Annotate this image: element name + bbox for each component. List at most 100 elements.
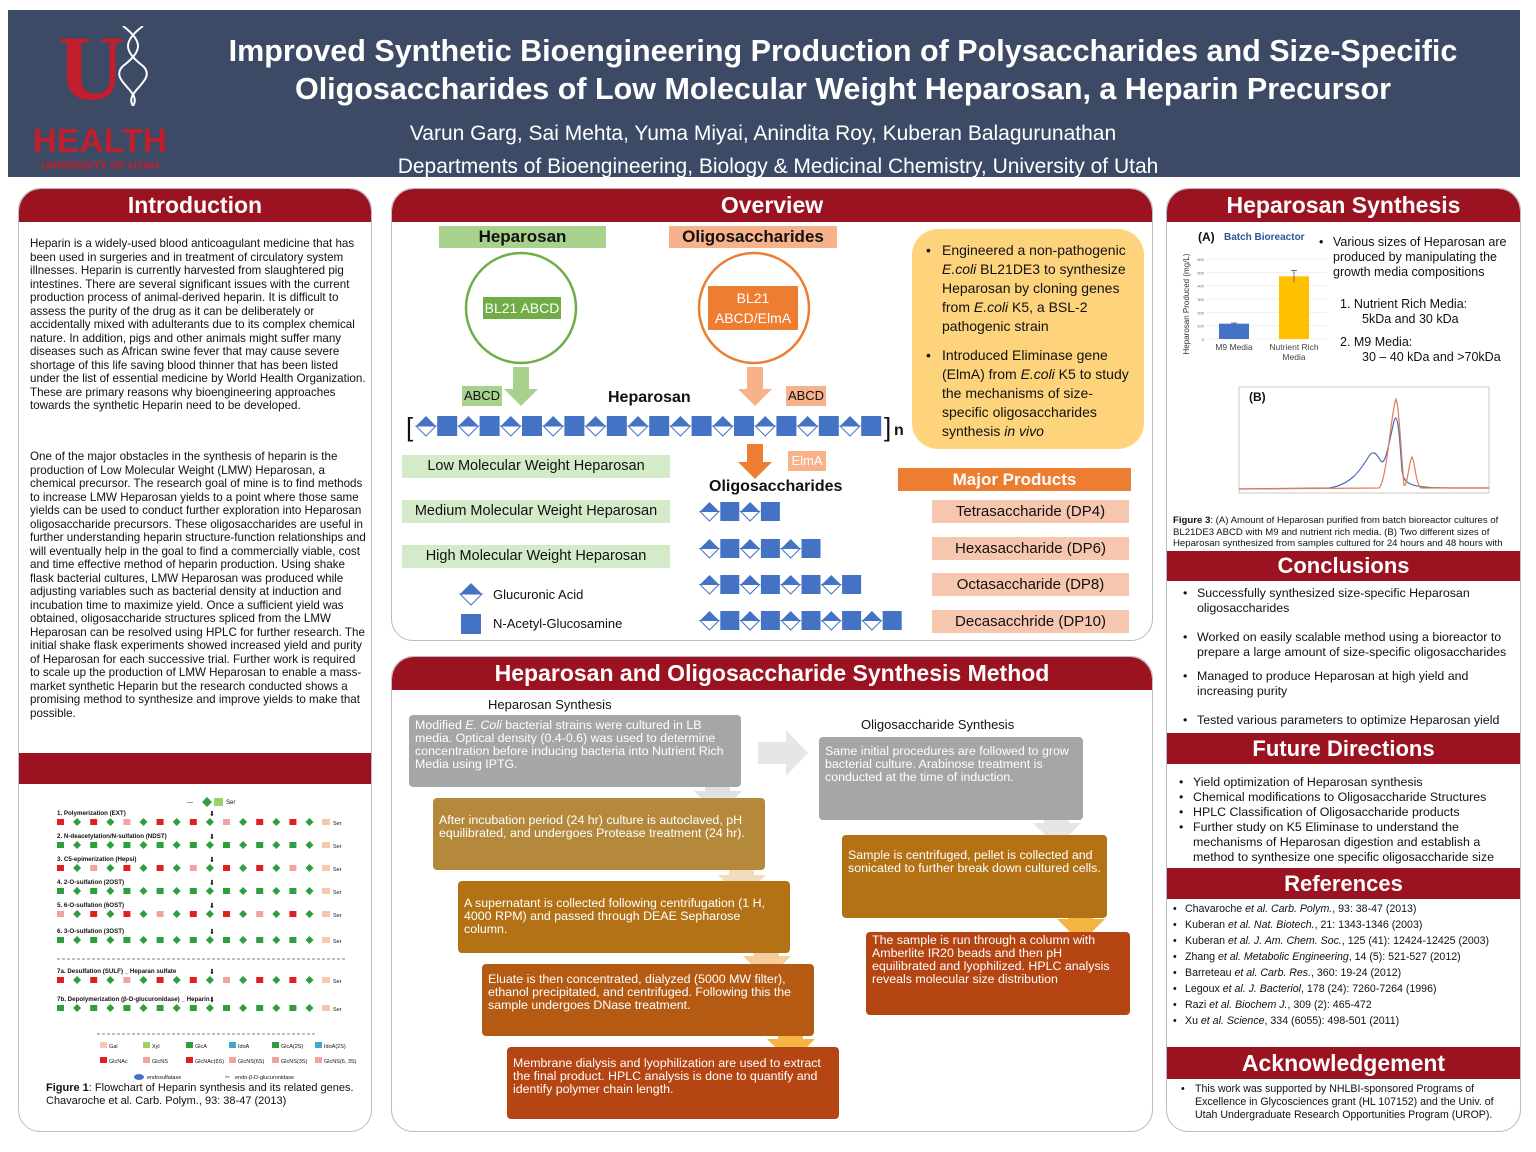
strain2-box: [708, 286, 798, 330]
method-panel: Heparosan and Oligosaccharide Synthesis …: [391, 656, 1153, 1132]
abcd-label-1: ABCD: [463, 388, 501, 403]
chart-category-label: Media: [1282, 352, 1305, 362]
strain1-label: BL21 ABCD: [484, 300, 560, 316]
legend-glucuronic-acid: Glucuronic Acid: [493, 587, 584, 602]
hplc-chromatogram: [1238, 386, 1490, 494]
flowchart-step-label: 1. Polymerization (EXT): [57, 810, 126, 817]
heparosan-step-3: A supernatant is collected following cen…: [458, 881, 790, 953]
svg-text:⬇: ⬇: [209, 833, 215, 841]
oligo-step-1: Same initial procedures are followed to …: [819, 737, 1083, 820]
synthesis-bullet: Various sizes of Heparosan are produced …: [1315, 235, 1515, 280]
svg-text:Gal: Gal: [109, 1044, 118, 1050]
heparosan-step-5: Membrane dialysis and lyophilization are…: [507, 1047, 839, 1119]
flowchart-step-label: 4. 2-O-sulfation (2OST): [57, 879, 124, 886]
product-dp8: Octasaccharide (DP8): [932, 573, 1129, 596]
conclusion-item: Successfully synthesized size-specific H…: [1179, 586, 1517, 616]
chart-ytick: 200: [1197, 310, 1204, 315]
svg-text:Ser: Ser: [333, 939, 342, 945]
svg-text:⬇: ⬇: [209, 810, 215, 818]
conclusions-list: Successfully synthesized size-specific H…: [1179, 586, 1517, 728]
right-arrow-icon: [758, 730, 808, 776]
chart-ytick: 600: [1197, 257, 1204, 262]
flowchart-step-label: 6. 3-O-sulfation (3OST): [57, 928, 124, 935]
major-products-label: Major Products: [898, 468, 1131, 491]
logo-university: UNIVERSITY OF UTAH: [41, 160, 159, 172]
acknowledgement-list: This work was supported by NHLBI-sponsor…: [1177, 1083, 1513, 1122]
svg-text:—: —: [187, 800, 193, 806]
elma-box: [788, 451, 826, 471]
summary-bullet-1: Engineered a non-pathogenic E.coli BL21D…: [924, 241, 1139, 336]
author-list: Varun Garg, Sai Mehta, Yuma Miyai, Anind…: [409, 122, 1117, 145]
svg-text:GlcNS: GlcNS: [152, 1059, 168, 1065]
conclusions-heading: Conclusions: [1167, 551, 1520, 581]
overview-diagram: []: [406, 251, 902, 634]
oligo-chain-dp6: [698, 539, 821, 559]
reference-item: Kuberan et al. J. Am. Chem. Soc., 125 (4…: [1171, 933, 1516, 949]
chart-b-label: (B): [1249, 390, 1266, 404]
poster-header: U HEALTH UNIVERSITY OF UTAH Improved Syn…: [8, 10, 1520, 178]
chain-label: Heparosan: [608, 389, 691, 406]
chart-bar: [1279, 276, 1309, 339]
svg-text:Ser: Ser: [333, 979, 342, 985]
method-heading: Heparosan and Oligosaccharide Synthesis …: [392, 657, 1152, 690]
intro-paragraph-2: One of the major obstacles in the synthe…: [30, 450, 366, 720]
future-item: HPLC Classification of Oligosaccharide p…: [1175, 805, 1515, 820]
affiliation: Departments of Bioengineering, Biology &…: [397, 155, 1159, 178]
media-item-1-title: 1. Nutrient Rich Media:: [1340, 297, 1468, 311]
product-dp10: Decasacchride (DP10): [932, 610, 1129, 633]
flowchart-step-label: 5. 6-O-sulfation (6OST): [57, 902, 124, 909]
svg-text:GlcA(2S): GlcA(2S): [281, 1044, 303, 1050]
chart-bar: [1219, 323, 1249, 339]
svg-text:Ser: Ser: [226, 800, 235, 806]
chain-subscript-n: n: [894, 422, 904, 439]
introduction-heading: Introduction: [19, 189, 371, 222]
heparosan-synthesis-heading: Heparosan Synthesis: [1167, 189, 1520, 222]
conclusion-item: Tested various parameters to optimize He…: [1179, 713, 1517, 728]
svg-text:⬇: ⬇: [209, 902, 215, 910]
chart-a-label: (A): [1198, 230, 1215, 244]
abcd-label-2: ABCD: [787, 388, 825, 403]
heparosan-strain-circle: [464, 251, 578, 365]
figure-1-citation: Chavaroche et al. Carb. Polym., 93: 38-4…: [46, 1095, 287, 1107]
strain2-label: BL21 ABCD/ElmA: [708, 288, 798, 328]
svg-text:endosulfatase: endosulfatase: [147, 1075, 181, 1081]
heparosan-synthesis-label: Heparosan Synthesis: [488, 697, 612, 712]
heparosan-yield-chart: Heparosan Produced (mg/L)010020030040050…: [1182, 253, 1327, 362]
summary-bullet-2: Introduced Eliminase gene (ElmA) from E.…: [924, 346, 1139, 441]
abcd-box-1: [462, 386, 502, 406]
chart-ytick: 300: [1197, 297, 1204, 302]
down-arrow-peach-icon: [738, 367, 772, 406]
media-item-2-value: 30 – 40 kDa and >70kDa: [1362, 350, 1501, 364]
chart-ytick: 100: [1197, 324, 1204, 329]
future-directions-heading: Future Directions: [1167, 733, 1520, 764]
chart-category-label: M9 Media: [1215, 342, 1253, 352]
chart-category-label: Nutrient Rich: [1269, 342, 1318, 352]
svg-text:IdoA(2S): IdoA(2S): [324, 1044, 346, 1050]
conclusion-item: Managed to produce Heparosan at high yie…: [1179, 669, 1517, 699]
title-line-1: Improved Synthetic Bioengineering Produc…: [228, 34, 1458, 68]
media-item-2-title: 2. M9 Media:: [1340, 335, 1413, 349]
chart-ylabel: Heparosan Produced (mg/L): [1182, 253, 1191, 354]
poster-title: Improved Synthetic Bioengineering Produc…: [178, 32, 1508, 108]
chart-title: Batch Bioreactor: [1224, 232, 1305, 243]
chart-ytick: 500: [1197, 270, 1204, 275]
reference-item: Legoux et al. J. Bacteriol, 178 (24): 72…: [1171, 981, 1516, 997]
right-column-panel: Heparosan Synthesis Heparosan Produced (…: [1166, 188, 1521, 1132]
acknowledgement-heading: Acknowledgement: [1167, 1047, 1520, 1079]
oligo-chain-dp4: [698, 502, 780, 522]
flowchart-step-label: 7b. Depolymerization (β-D-glucuronidase)…: [57, 996, 210, 1003]
oligosaccharide-synthesis-label: Oligosaccharide Synthesis: [861, 717, 1015, 732]
svg-text:✂: ✂: [225, 1075, 230, 1081]
heparosan-step-1: Modified E. Coli bacterial strains were …: [409, 715, 741, 787]
down-arrow-orange-icon: [738, 444, 772, 479]
svg-text:⬇: ⬇: [209, 928, 215, 936]
product-dp6: Hexasaccharide (DP6): [932, 537, 1129, 560]
heparosan-chain: []: [406, 412, 891, 442]
svg-text:GlcNAc(6S): GlcNAc(6S): [195, 1059, 224, 1065]
glucuronic-acid-icon: [458, 583, 484, 606]
figure-3-label: Figure 3: [1173, 515, 1211, 526]
svg-text:GlcNS(6, 3S): GlcNS(6, 3S): [324, 1059, 357, 1065]
